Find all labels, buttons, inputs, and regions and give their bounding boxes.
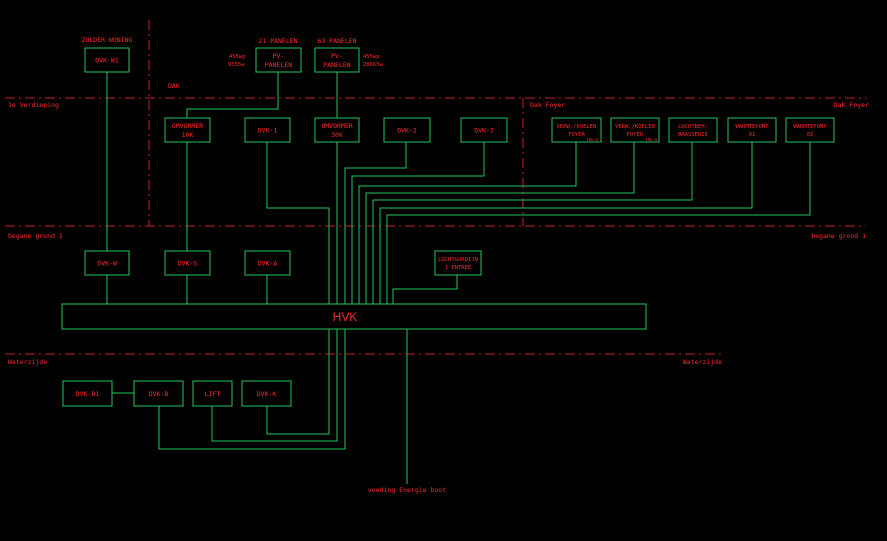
wp-right-2: 28665w: [363, 62, 384, 68]
svg-text:VERW./KOELEN: VERW./KOELEN: [615, 124, 655, 130]
zolder-woning-label: ZOLDER WONING: [82, 36, 133, 44]
svg-text:PV-: PV-: [331, 52, 343, 60]
pv-panelen-63-box[interactable]: PV- PANELEN: [314, 47, 360, 73]
dvk-1-box[interactable]: DVK-1: [244, 117, 291, 143]
hvk-label: HVK: [333, 310, 358, 324]
dvk-k-box[interactable]: DVK-K: [241, 380, 292, 407]
wire-luchtbeh: [372, 142, 693, 304]
svg-text:WARMTEPOMP: WARMTEPOMP: [735, 124, 769, 130]
svg-text:WARMTEPOMP: WARMTEPOMP: [793, 124, 827, 130]
svg-text:PANELEN: PANELEN: [323, 61, 350, 69]
waterzijde-right-label: Waterzijde: [683, 358, 722, 366]
dvk-3-box[interactable]: DVK-3: [460, 117, 508, 143]
svg-text:DVK-1: DVK-1: [258, 127, 278, 135]
dvk-a-box[interactable]: DVK-A: [244, 250, 291, 276]
svg-text:01: 01: [749, 132, 756, 138]
svg-text:DVK-3: DVK-3: [474, 127, 494, 135]
wp-left-2: 9555w: [228, 62, 245, 68]
warmtepomp-02-box[interactable]: WARMTEPOMP 02: [785, 117, 835, 143]
wire-verw-1: [358, 142, 577, 304]
waterzijde-left-label: Waterzijde: [8, 358, 47, 366]
svg-text:DVK-2: DVK-2: [397, 127, 417, 135]
wire-gordijn: [392, 275, 458, 304]
dvk-s-box[interactable]: DVK-S: [164, 250, 211, 276]
svg-text:LUCHTGORDIJN: LUCHTGORDIJN: [438, 257, 478, 263]
svg-text:DVK-B: DVK-B: [149, 390, 169, 398]
dak-label: DAK: [168, 82, 180, 90]
panelen-63-label: 63 PANELEN: [317, 37, 356, 45]
svg-text:VERW./KOELEN: VERW./KOELEN: [557, 124, 597, 130]
luchtgordijn-entree-box[interactable]: LUCHTGORDIJN 1 ENTREE: [434, 250, 482, 276]
begane-grond-left-label: begane grond 1: [8, 232, 63, 240]
svg-text:DVK-B1: DVK-B1: [76, 390, 100, 398]
svg-text:FOYER: FOYER: [568, 132, 585, 138]
lift-box[interactable]: LIFT: [192, 380, 233, 407]
omvormer-10k-box[interactable]: OMVORMER 10K: [164, 117, 211, 143]
dvk-2-box[interactable]: DVK-2: [383, 117, 431, 143]
luchtbehandeling-brasserie-box[interactable]: LUCHTBEH. BRASSERIE: [668, 117, 718, 143]
svg-text:DVK-S: DVK-S: [178, 260, 198, 268]
dvk-w-box[interactable]: DVK-W: [84, 250, 130, 276]
dvk-b-box[interactable]: DVK-B: [133, 380, 184, 407]
voeding-label: voeding Energie boot: [368, 486, 446, 494]
dvk-w1-label: DVK-W1: [95, 57, 119, 65]
svg-text:PV-: PV-: [273, 52, 285, 60]
annotations: ZOLDER WONING 21 PANELEN 63 PANELEN 455w…: [8, 36, 869, 494]
verdieping-label: 1e Verdieping: [8, 101, 59, 109]
svg-text:1 ENTREE: 1 ENTREE: [445, 265, 472, 271]
wp-right-1: 455wp: [363, 54, 380, 60]
panelen-21-label: 21 PANELEN: [258, 37, 297, 45]
components: DVK-W1 PV- PANELEN PV- PANELEN OMVORMER …: [61, 47, 835, 407]
wire-verw-2: [365, 142, 635, 304]
wire-pv1-omvormer10: [186, 72, 279, 118]
svg-text:DVK-W: DVK-W: [97, 260, 117, 268]
wire-lift: [211, 329, 338, 442]
dak-foyer-left-label: Dak Foyer: [530, 101, 565, 109]
wire-dvk-k: [266, 329, 330, 435]
dvk-b1-box[interactable]: DVK-B1: [62, 380, 113, 407]
svg-text:Hm-a: Hm-a: [587, 137, 598, 143]
wire-wp-1: [379, 142, 753, 304]
svg-text:DVK-K: DVK-K: [257, 390, 277, 398]
omvormer-30k-box[interactable]: OMVORMER 30K: [314, 117, 360, 143]
verw-koelen-foyer-2-box[interactable]: VERW./KOELEN FOYER Hm-a: [610, 117, 660, 143]
dak-foyer-right-label: Dak Foyer: [834, 101, 869, 109]
svg-text:LIFT: LIFT: [205, 390, 221, 398]
svg-text:02: 02: [807, 132, 814, 138]
svg-text:OMVORMER: OMVORMER: [172, 122, 203, 130]
svg-text:30K: 30K: [331, 131, 343, 139]
wire-dvk-1: [266, 142, 330, 304]
pv-panelen-21-box[interactable]: PV- PANELEN: [255, 47, 302, 73]
level-lines: [5, 20, 866, 355]
svg-text:FOYER: FOYER: [627, 132, 644, 138]
warmtepomp-01-box[interactable]: WARMTEPOMP 01: [727, 117, 777, 143]
dvk-w1-box[interactable]: DVK-W1: [84, 47, 130, 73]
svg-text:PANELEN: PANELEN: [265, 61, 292, 69]
wire-wp-2: [386, 142, 811, 304]
wp-left-1: 455wp: [229, 54, 246, 60]
svg-text:10K: 10K: [182, 131, 194, 139]
wire-dvk-3: [351, 142, 485, 304]
svg-text:DVK-A: DVK-A: [258, 260, 278, 268]
wire-dvk-b: [158, 329, 346, 450]
verw-koelen-foyer-1-box[interactable]: VERW./KOELEN FOYER Hm-a: [551, 117, 602, 143]
hvk-main-panel[interactable]: HVK: [61, 303, 647, 330]
svg-text:BRASSERIE: BRASSERIE: [678, 132, 708, 138]
wiring: [106, 72, 811, 484]
begane-grond-right-label: begane grond 1: [811, 232, 866, 240]
svg-text:OMVORMER: OMVORMER: [321, 122, 352, 130]
svg-text:Hm-a: Hm-a: [646, 137, 657, 143]
wire-dvk-2: [344, 142, 407, 304]
svg-text:LUCHTBEH.: LUCHTBEH.: [678, 124, 708, 130]
